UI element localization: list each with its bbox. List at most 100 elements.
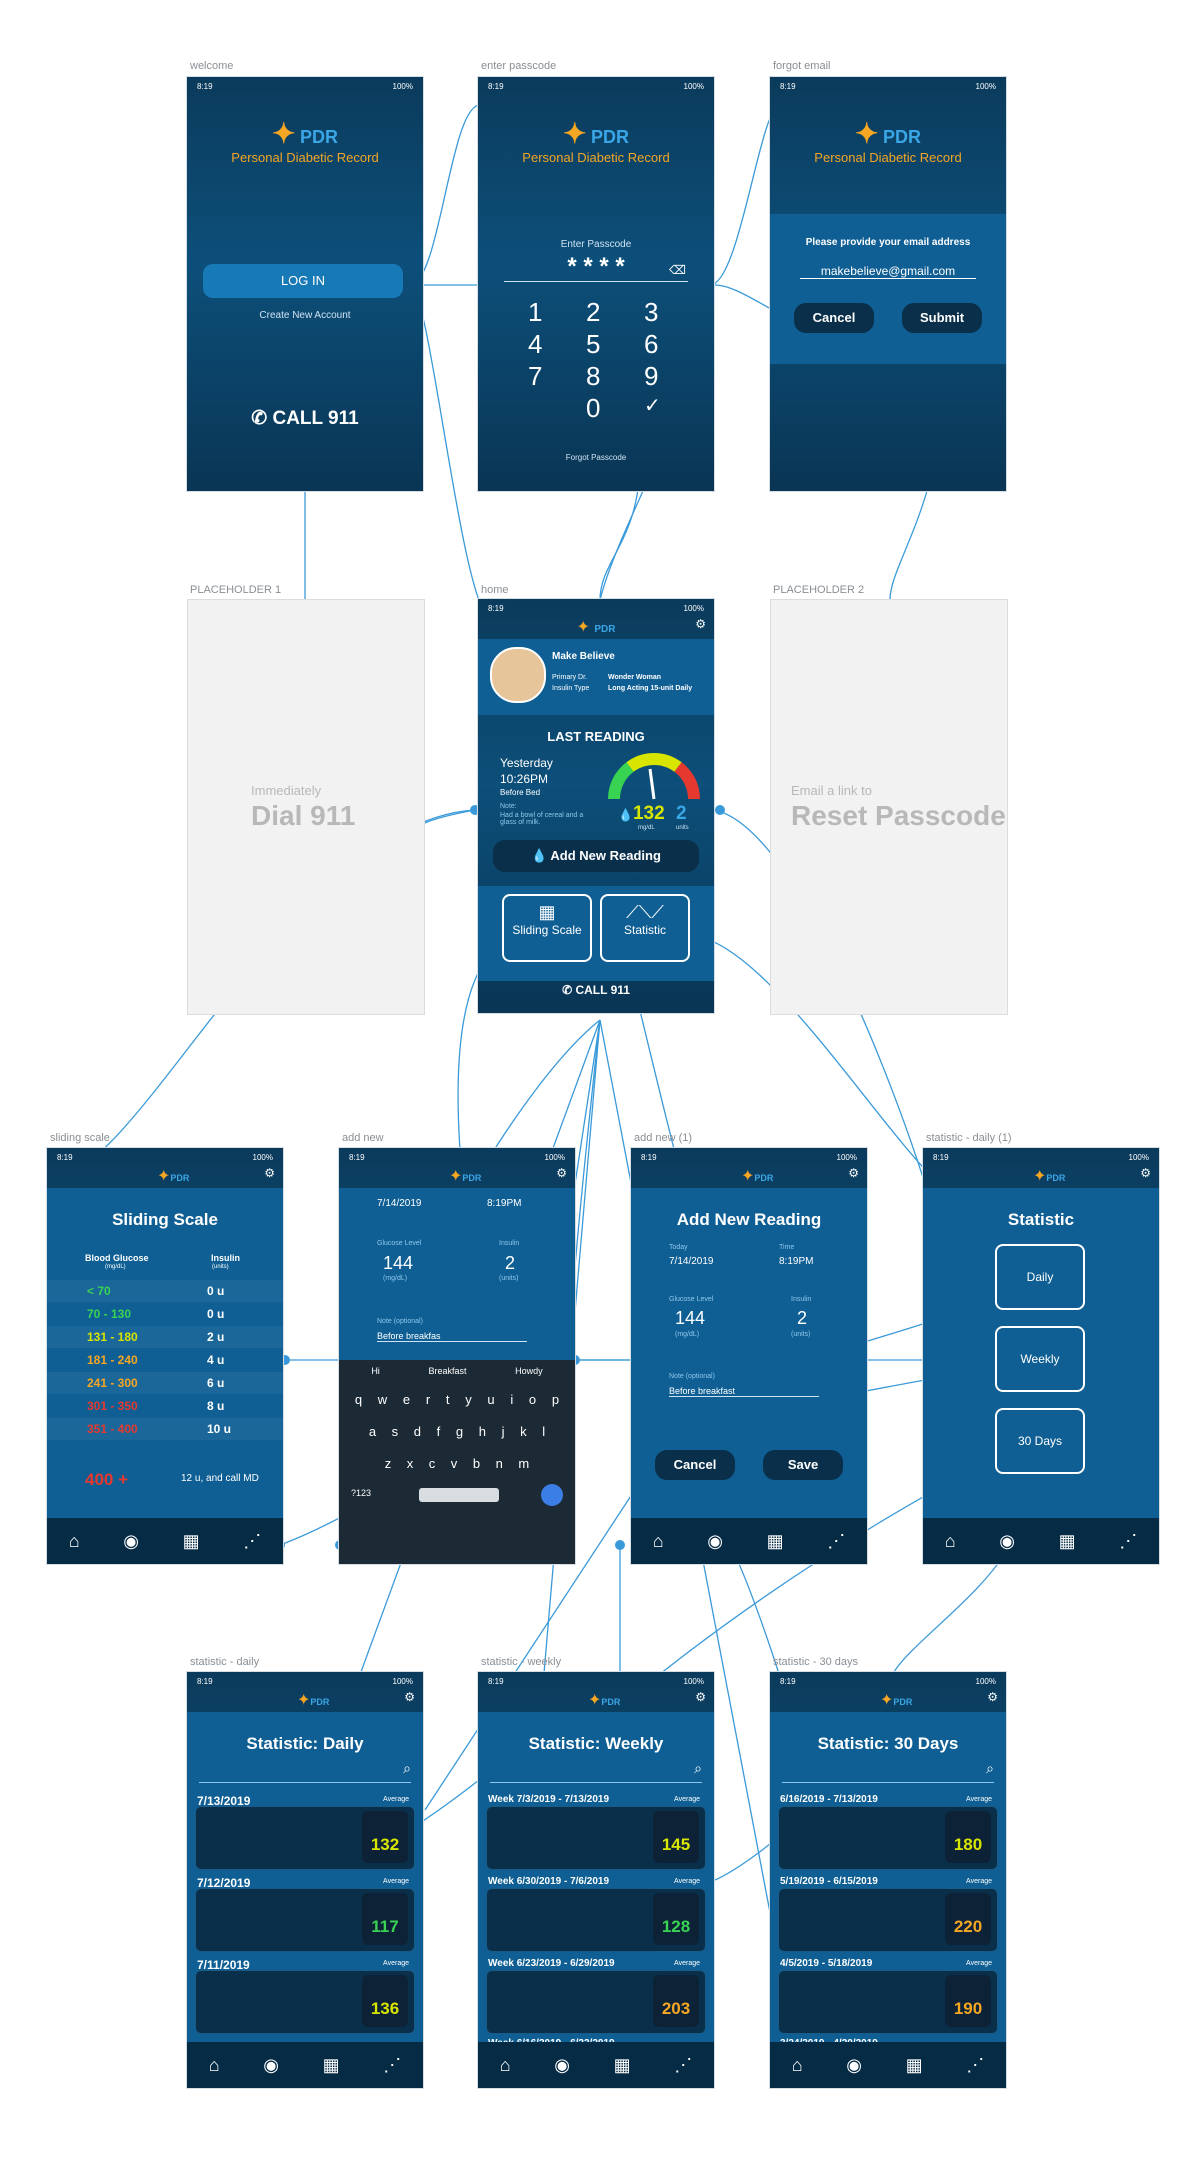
- key-t[interactable]: t: [445, 1392, 450, 1407]
- key-y[interactable]: y: [465, 1392, 472, 1407]
- key-q[interactable]: q: [354, 1392, 363, 1407]
- home-icon[interactable]: ⌂: [652, 1530, 664, 1551]
- stat-card[interactable]: 132: [195, 1806, 415, 1870]
- drop-icon[interactable]: ◉: [999, 1530, 1015, 1551]
- 30-days-button[interactable]: 30 Days: [995, 1408, 1085, 1474]
- key-e[interactable]: e: [402, 1392, 411, 1407]
- key-3[interactable]: 3: [644, 297, 659, 327]
- key-s[interactable]: s: [391, 1424, 399, 1439]
- chart-icon[interactable]: ⋰: [827, 1530, 846, 1551]
- stat-card[interactable]: 117: [195, 1888, 415, 1952]
- table-icon[interactable]: ▦: [1058, 1530, 1076, 1551]
- chart-icon[interactable]: ⋰: [383, 2054, 402, 2075]
- weekly-button[interactable]: Weekly: [995, 1326, 1085, 1392]
- table-icon[interactable]: ▦: [613, 2054, 631, 2075]
- drop-icon[interactable]: ◉: [554, 2054, 570, 2075]
- gear-icon[interactable]: ⚙: [987, 1690, 998, 1704]
- key-2[interactable]: 2: [586, 297, 601, 327]
- key-h[interactable]: h: [478, 1424, 486, 1439]
- stat-card[interactable]: 136: [195, 1970, 415, 2034]
- confirm-icon[interactable]: ✓: [644, 395, 661, 417]
- add-reading-button[interactable]: 💧 Add New Reading: [493, 840, 699, 872]
- key-0[interactable]: 0: [586, 393, 601, 423]
- save-button[interactable]: Save: [763, 1450, 843, 1480]
- login-button[interactable]: LOG IN: [203, 264, 403, 298]
- key-9[interactable]: 9: [644, 361, 659, 391]
- key-v[interactable]: v: [450, 1456, 458, 1471]
- stat-card[interactable]: 190: [778, 1970, 998, 2034]
- drop-icon[interactable]: ◉: [123, 1530, 139, 1551]
- key-k[interactable]: k: [520, 1424, 527, 1439]
- key-x[interactable]: x: [406, 1456, 414, 1471]
- key-w[interactable]: w: [377, 1392, 388, 1407]
- key-z[interactable]: z: [384, 1456, 392, 1471]
- sliding-scale-button[interactable]: ▦ Sliding Scale: [502, 894, 592, 962]
- key-a[interactable]: a: [368, 1424, 377, 1439]
- home-icon[interactable]: ⌂: [68, 1530, 80, 1551]
- note-field[interactable]: Before breakfas: [377, 1331, 527, 1342]
- stat-card[interactable]: 180: [778, 1806, 998, 1870]
- gear-icon[interactable]: ⚙: [404, 1690, 415, 1704]
- key-m[interactable]: m: [518, 1456, 530, 1471]
- create-account-link[interactable]: Create New Account: [259, 310, 351, 321]
- key-8[interactable]: 8: [586, 361, 601, 391]
- note-field[interactable]: Before breakfast: [669, 1386, 819, 1397]
- email-field[interactable]: makebelieve@gmail.com: [800, 264, 976, 279]
- call-911-button[interactable]: ✆ CALL 911: [251, 408, 359, 429]
- gear-icon[interactable]: ⚙: [695, 617, 706, 631]
- suggestion-1[interactable]: Hi: [371, 1366, 380, 1376]
- drop-icon[interactable]: ◉: [707, 1530, 723, 1551]
- stat-card[interactable]: 203: [486, 1970, 706, 2034]
- statistic-button[interactable]: ⟋⟍⟋ Statistic: [600, 894, 690, 962]
- key-d[interactable]: d: [413, 1424, 422, 1439]
- key-5[interactable]: 5: [586, 329, 601, 359]
- search-icon[interactable]: ⌕: [403, 1760, 411, 1776]
- stat-card[interactable]: 145: [486, 1806, 706, 1870]
- key-4[interactable]: 4: [528, 329, 543, 359]
- time-field[interactable]: 8:19PM: [779, 1256, 814, 1267]
- enter-key[interactable]: [541, 1484, 563, 1506]
- cancel-button[interactable]: Cancel: [655, 1450, 735, 1480]
- gear-icon[interactable]: ⚙: [695, 1690, 706, 1704]
- table-icon[interactable]: ▦: [766, 1530, 784, 1551]
- home-icon[interactable]: ⌂: [944, 1530, 956, 1551]
- submit-button[interactable]: Submit: [902, 303, 982, 333]
- backspace-icon[interactable]: ⌫: [669, 263, 686, 277]
- call-911-button[interactable]: ✆ CALL 911: [562, 983, 630, 997]
- key-b[interactable]: b: [472, 1456, 481, 1471]
- key-c[interactable]: c: [428, 1456, 436, 1471]
- time-field[interactable]: 8:19PM: [487, 1198, 522, 1209]
- glucose-field[interactable]: 144: [675, 1308, 706, 1328]
- search-icon[interactable]: ⌕: [694, 1760, 702, 1776]
- key-1[interactable]: 1: [528, 297, 543, 327]
- key-l[interactable]: l: [542, 1424, 546, 1439]
- key-o[interactable]: o: [528, 1392, 537, 1407]
- key-6[interactable]: 6: [644, 329, 659, 359]
- symbols-key[interactable]: ?123: [351, 1488, 372, 1498]
- table-icon[interactable]: ▦: [905, 2054, 923, 2075]
- chart-icon[interactable]: ⋰: [243, 1530, 262, 1551]
- forgot-passcode-link[interactable]: Forgot Passcode: [565, 453, 627, 462]
- key-i[interactable]: i: [510, 1392, 514, 1407]
- daily-button[interactable]: Daily: [995, 1244, 1085, 1310]
- glucose-field[interactable]: 144: [383, 1253, 414, 1273]
- space-key[interactable]: [419, 1488, 499, 1502]
- key-7[interactable]: 7: [528, 361, 543, 391]
- key-j[interactable]: j: [501, 1424, 505, 1439]
- table-icon[interactable]: ▦: [182, 1530, 200, 1551]
- search-field[interactable]: [199, 1768, 411, 1783]
- suggestion-2[interactable]: Breakfast: [428, 1366, 467, 1376]
- cancel-button[interactable]: Cancel: [794, 303, 874, 333]
- chart-icon[interactable]: ⋰: [966, 2054, 985, 2075]
- gear-icon[interactable]: ⚙: [1140, 1166, 1151, 1180]
- chart-icon[interactable]: ⋰: [674, 2054, 693, 2075]
- key-r[interactable]: r: [425, 1392, 431, 1407]
- chart-icon[interactable]: ⋰: [1119, 1530, 1138, 1551]
- key-f[interactable]: f: [436, 1424, 441, 1439]
- passcode-field[interactable]: * * * *: [504, 253, 688, 282]
- key-g[interactable]: g: [455, 1424, 464, 1439]
- home-icon[interactable]: ⌂: [499, 2054, 511, 2075]
- suggestion-3[interactable]: Howdy: [515, 1366, 543, 1376]
- gear-icon[interactable]: ⚙: [848, 1166, 859, 1180]
- search-field[interactable]: [782, 1768, 994, 1783]
